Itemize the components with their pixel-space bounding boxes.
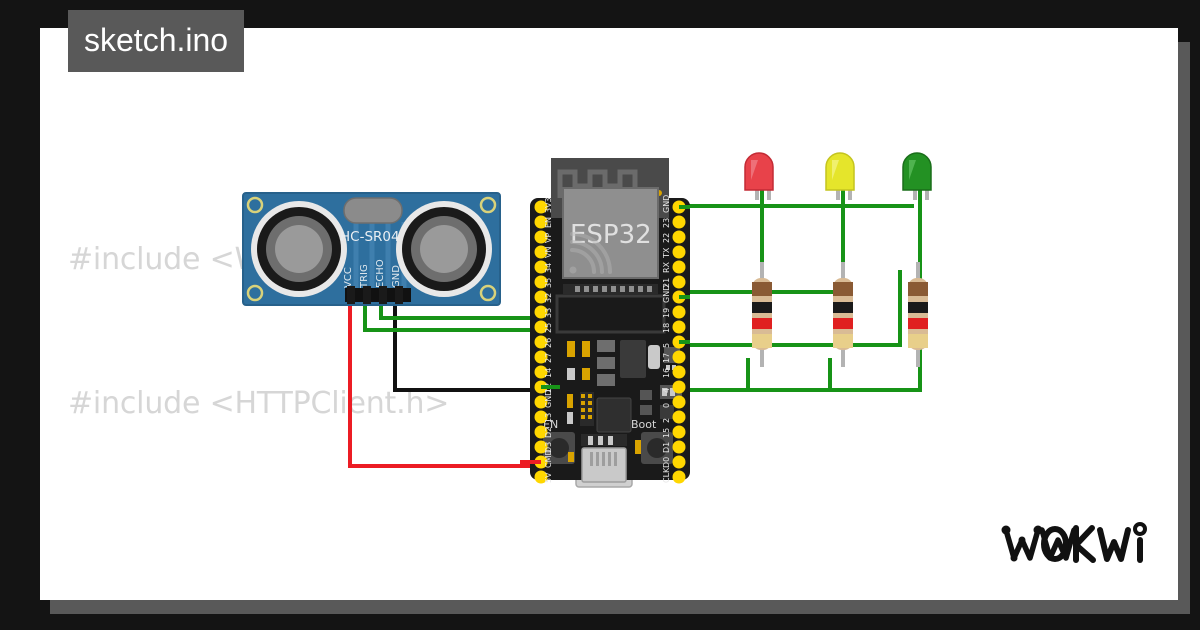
esp32-pin-right-label: 2 [662, 418, 671, 423]
part-resistor-2[interactable] [833, 262, 853, 367]
esp32-label: ESP32 [570, 220, 652, 250]
esp32-pin-right-label: CLK [662, 467, 671, 483]
esp32-pin-left-label: 3V3 [544, 197, 553, 213]
esp32-pins-left[interactable]: 3V3 EN VP VN 34 35 32 33 25 26 27 14 12 … [534, 197, 554, 484]
esp32-pin-right-label: D1 [662, 442, 671, 453]
wire-overlays [520, 205, 690, 464]
part-led-green[interactable] [902, 152, 932, 200]
hcsr04-label: HC-SR04 [340, 229, 400, 245]
transducer-right [396, 201, 492, 297]
esp32-pin-left-label: 32 [544, 293, 553, 303]
esp32-label-boot: Boot [631, 418, 657, 431]
esp32-pin-right-label: TX [662, 247, 671, 259]
esp32-pin-left-label: D2 [544, 427, 553, 438]
part-esp32[interactable]: ESP32 [530, 158, 690, 488]
part-resistor-3[interactable] [908, 262, 928, 367]
file-tab-sketch-ino[interactable]: sketch.ino [68, 10, 245, 72]
esp32-pin-right-label: 19 [662, 308, 671, 318]
esp32-pin-left-label: 25 [544, 323, 553, 333]
esp32-pin-left-label: CMD [544, 449, 553, 468]
esp32-pin-left-label: 34 [544, 263, 553, 273]
esp32-pin-right-label: 17 [662, 353, 671, 363]
wire-pin17 [674, 270, 902, 347]
esp32-pin-right-label: 22 [662, 233, 671, 243]
wokwi-logo [1001, 522, 1147, 563]
esp32-pin-right-label: GND [662, 285, 671, 303]
wire-vcc-5v [348, 298, 547, 468]
esp32-pin-left-label: 26 [544, 338, 553, 348]
esp32-pins-right[interactable]: GND 23 22 TX RX 21 GND 19 18 5 17 16 4 0… [662, 195, 686, 484]
esp32-pin-left-label: 33 [544, 308, 553, 318]
esp32-pin-right-label: 21 [662, 278, 671, 288]
hcsr04-pin-vcc: VCC [343, 267, 354, 288]
esp32-pin-left-label: GND [544, 390, 553, 408]
esp32-pin-right-label: RX [662, 261, 671, 273]
code-line: #include <HTTPClient.h> [68, 386, 450, 421]
part-resistor-1[interactable] [752, 262, 772, 367]
esp32-pin-left-label: 13 [544, 413, 553, 423]
esp32-pin-right-label: 4 [662, 388, 671, 393]
esp32-pin-right-label: GND [662, 195, 671, 213]
part-hc-sr04[interactable]: HC-SR04 VCC TRIG ECHO GND [242, 192, 501, 306]
esp32-pin-left-label: EN [544, 217, 553, 228]
transducer-left [251, 201, 347, 297]
esp32-pin-left-label: 35 [544, 278, 553, 288]
part-led-red[interactable] [744, 152, 774, 200]
esp32-pin-right-label: 23 [662, 218, 671, 228]
esp32-pin-right-label: 16 [662, 368, 671, 378]
hcsr04-pin-echo: ECHO [375, 259, 386, 288]
esp32-pin-left-label: 27 [544, 353, 553, 363]
hcsr04-pin-gnd: GND [391, 265, 402, 288]
hcsr04-pin-trig: TRIG [359, 264, 370, 289]
esp32-pin-right-label: 0 [662, 403, 671, 408]
esp32-pin-left-label: D3 [544, 442, 553, 453]
esp32-pin-left-label: VP [544, 233, 553, 243]
esp32-label-en: EN [543, 418, 558, 431]
esp32-pin-left-label: VN [544, 247, 553, 258]
wire-gnd-gnd [393, 298, 547, 392]
esp32-pin-right-label: D0 [662, 457, 671, 468]
esp32-pin-right-label: 15 [662, 428, 671, 438]
esp32-pin-right-label: 5 [662, 343, 671, 348]
esp32-pin-left-label: 5V [544, 472, 553, 483]
esp32-pin-left-label: 14 [544, 368, 553, 378]
part-led-yellow[interactable] [825, 152, 855, 200]
esp32-pin-right-label: 18 [662, 323, 671, 333]
